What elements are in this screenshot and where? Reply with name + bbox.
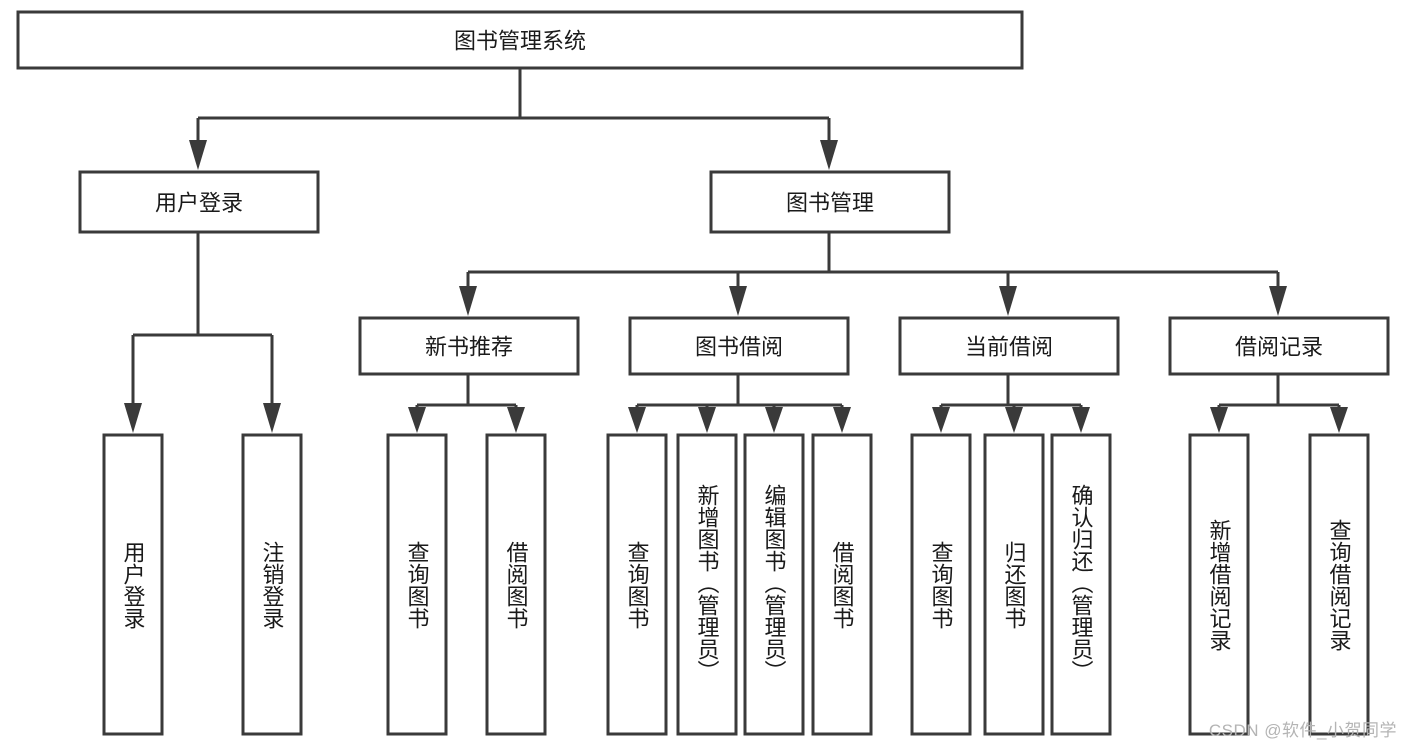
node-leaf-user-logout-label: 注销登录 [260, 541, 285, 629]
arrow-head-icon [1210, 407, 1228, 433]
node-user-login-box[interactable] [78, 170, 320, 234]
node-leaf-borrow-book-1-box[interactable] [485, 433, 547, 736]
arrow-head-icon [1072, 407, 1090, 433]
node-leaf-confirm-return[interactable]: 确认归还（管理员） [1050, 433, 1112, 736]
node-leaf-add-record-label: 新增借阅记录 [1207, 519, 1232, 651]
node-new-book-rec-box[interactable] [358, 316, 580, 376]
arrow-head-icon [932, 407, 950, 433]
arrow-head-icon [408, 407, 426, 433]
node-leaf-borrow-book-2-box[interactable] [811, 433, 873, 736]
connectors-book-borrow-to-leaves [628, 374, 851, 433]
node-book-borrow-box[interactable] [628, 316, 850, 376]
node-current-borrow-label: 当前借阅 [965, 335, 1053, 360]
node-leaf-query-record[interactable]: 查询借阅记录 [1308, 433, 1370, 736]
node-leaf-query-book-1-box[interactable] [386, 433, 448, 736]
arrow-head-icon [124, 403, 142, 433]
node-leaf-user-logout[interactable]: 注销登录 [241, 433, 303, 736]
node-leaf-query-book-2-box[interactable] [606, 433, 668, 736]
node-leaf-query-book-3-label: 查询图书 [929, 541, 954, 629]
node-book-manage[interactable]: 图书管理 [709, 170, 951, 234]
arrow-head-icon [507, 407, 525, 433]
connectors-user-login-to-leaves [124, 232, 281, 433]
connectors-root-to-level2 [189, 68, 838, 170]
node-book-manage-label: 图书管理 [786, 191, 874, 216]
node-leaf-query-book-2-label: 查询图书 [625, 541, 650, 629]
arrow-head-icon [189, 140, 207, 170]
node-leaf-query-book-3-box[interactable] [910, 433, 972, 736]
arrow-head-icon [820, 140, 838, 170]
node-leaf-edit-book-box[interactable] [743, 433, 805, 736]
node-leaf-add-record[interactable]: 新增借阅记录 [1188, 433, 1250, 736]
node-current-borrow-box[interactable] [898, 316, 1120, 376]
node-leaf-query-book-1[interactable]: 查询图书 [386, 433, 448, 736]
node-leaf-borrow-book-2-label: 借阅图书 [830, 541, 855, 629]
node-leaf-edit-book-label: 编辑图书（管理员） [762, 484, 787, 682]
node-leaf-return-book[interactable]: 归还图书 [983, 433, 1045, 736]
arrow-head-icon [765, 407, 783, 433]
arrow-head-icon [698, 407, 716, 433]
node-leaf-return-book-box[interactable] [983, 433, 1045, 736]
arrow-head-icon [1330, 407, 1348, 433]
arrow-head-icon [1005, 407, 1023, 433]
node-borrow-record[interactable]: 借阅记录 [1168, 316, 1390, 376]
node-leaf-add-book-label: 新增图书（管理员） [695, 484, 720, 682]
connectors-book-manage-to-level3 [459, 232, 1287, 316]
node-new-book-rec-label: 新书推荐 [425, 335, 513, 360]
node-leaf-query-book-1-label: 查询图书 [405, 541, 430, 629]
node-user-login-label: 用户登录 [155, 191, 243, 216]
arrow-head-icon [628, 407, 646, 433]
node-leaf-query-record-box[interactable] [1308, 433, 1370, 736]
arrow-head-icon [999, 286, 1017, 316]
node-leaf-query-record-label: 查询借阅记录 [1327, 519, 1352, 651]
node-leaf-return-book-label: 归还图书 [1002, 541, 1027, 629]
csdn-watermark: CSDN @软件_小贺同学 [1208, 721, 1397, 740]
node-new-book-rec[interactable]: 新书推荐 [358, 316, 580, 376]
node-root[interactable]: 图书管理系统 [16, 10, 1024, 70]
node-leaf-user-login[interactable]: 用户登录 [102, 433, 164, 736]
node-leaf-add-book-box[interactable] [676, 433, 738, 736]
node-book-borrow[interactable]: 图书借阅 [628, 316, 850, 376]
arrow-head-icon [1269, 286, 1287, 316]
connectors-new-book-rec-to-leaves [408, 374, 525, 433]
arrow-head-icon [729, 286, 747, 316]
arrow-head-icon [833, 407, 851, 433]
arrow-head-icon [263, 403, 281, 433]
node-leaf-edit-book[interactable]: 编辑图书（管理员） [743, 433, 805, 736]
node-leaf-confirm-return-box[interactable] [1050, 433, 1112, 736]
arrow-head-icon [459, 286, 477, 316]
node-leaf-add-record-box[interactable] [1188, 433, 1250, 736]
node-leaf-query-book-2[interactable]: 查询图书 [606, 433, 668, 736]
node-user-login[interactable]: 用户登录 [78, 170, 320, 234]
node-borrow-record-box[interactable] [1168, 316, 1390, 376]
connectors-borrow-record-to-leaves [1210, 374, 1348, 433]
node-current-borrow[interactable]: 当前借阅 [898, 316, 1120, 376]
node-leaf-user-login-box[interactable] [102, 433, 164, 736]
node-root-box[interactable] [16, 10, 1024, 70]
node-book-borrow-label: 图书借阅 [695, 335, 783, 360]
node-leaf-confirm-return-label: 确认归还（管理员） [1069, 484, 1094, 682]
node-leaf-add-book[interactable]: 新增图书（管理员） [676, 433, 738, 736]
node-root-label: 图书管理系统 [454, 29, 586, 54]
node-leaf-user-login-label: 用户登录 [121, 541, 146, 629]
node-book-manage-box[interactable] [709, 170, 951, 234]
node-leaf-borrow-book-2[interactable]: 借阅图书 [811, 433, 873, 736]
node-borrow-record-label: 借阅记录 [1235, 335, 1323, 360]
node-leaf-query-book-3[interactable]: 查询图书 [910, 433, 972, 736]
node-leaf-borrow-book-1-label: 借阅图书 [504, 541, 529, 629]
node-leaf-borrow-book-1[interactable]: 借阅图书 [485, 433, 547, 736]
connectors-current-borrow-to-leaves [932, 374, 1090, 433]
node-leaf-user-logout-box[interactable] [241, 433, 303, 736]
